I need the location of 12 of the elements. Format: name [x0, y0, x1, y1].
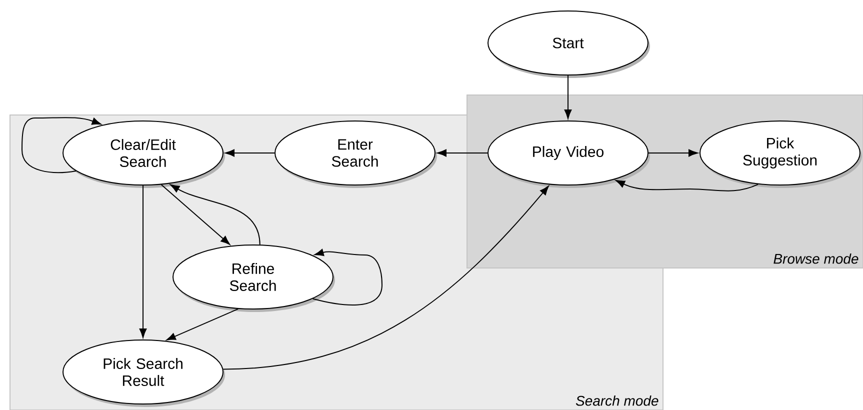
arrow [139, 185, 147, 338]
arrow [166, 308, 239, 340]
arrow [648, 149, 698, 157]
arrow [437, 149, 488, 157]
arrow [170, 184, 260, 246]
arrow [225, 149, 275, 157]
arrow [222, 186, 549, 370]
arrow [160, 184, 230, 245]
arrow [312, 248, 382, 306]
arrow [22, 117, 102, 174]
arrow [616, 180, 759, 192]
arrow [564, 75, 572, 119]
